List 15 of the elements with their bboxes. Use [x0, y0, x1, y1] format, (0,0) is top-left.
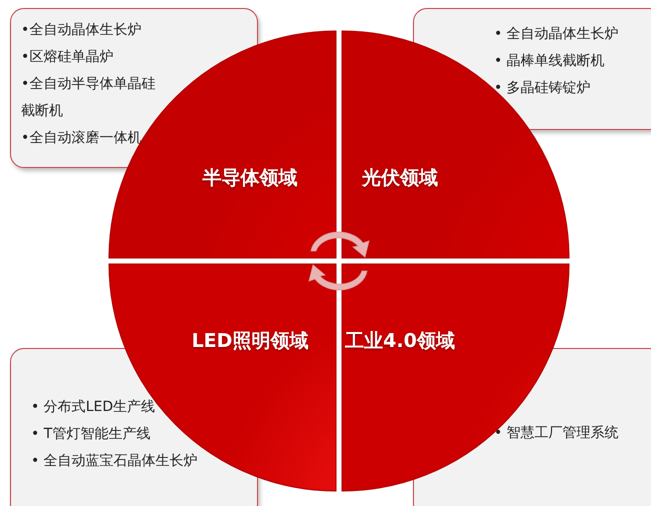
list-item: • 多晶硅铸锭炉: [494, 79, 592, 98]
list-item: • 分布式LED生产线: [31, 398, 156, 417]
list-item: •全自动晶体生长炉: [21, 21, 142, 40]
quadrant-title: LED照明领域: [192, 329, 308, 354]
list-item: • 智慧工厂管理系统: [494, 424, 620, 442]
quadrant-title: 光伏领域: [362, 166, 438, 191]
list-item: •区熔硅单晶炉: [21, 48, 114, 67]
list-item: • 全自动晶体生长炉: [494, 25, 620, 44]
quadrant-title: 半导体领域: [202, 166, 298, 191]
list-item: •全自动半导体单晶硅截断机: [21, 75, 156, 121]
list-item: • 晶棒单线截断机: [494, 52, 606, 71]
list-item: •全自动滚磨一体机: [21, 129, 142, 148]
list-item: • 全自动蓝宝石晶体生长炉: [31, 452, 199, 471]
quadrant-title: 工业4.0领域: [345, 329, 455, 354]
list-item: • T管灯智能生产线: [31, 425, 152, 444]
